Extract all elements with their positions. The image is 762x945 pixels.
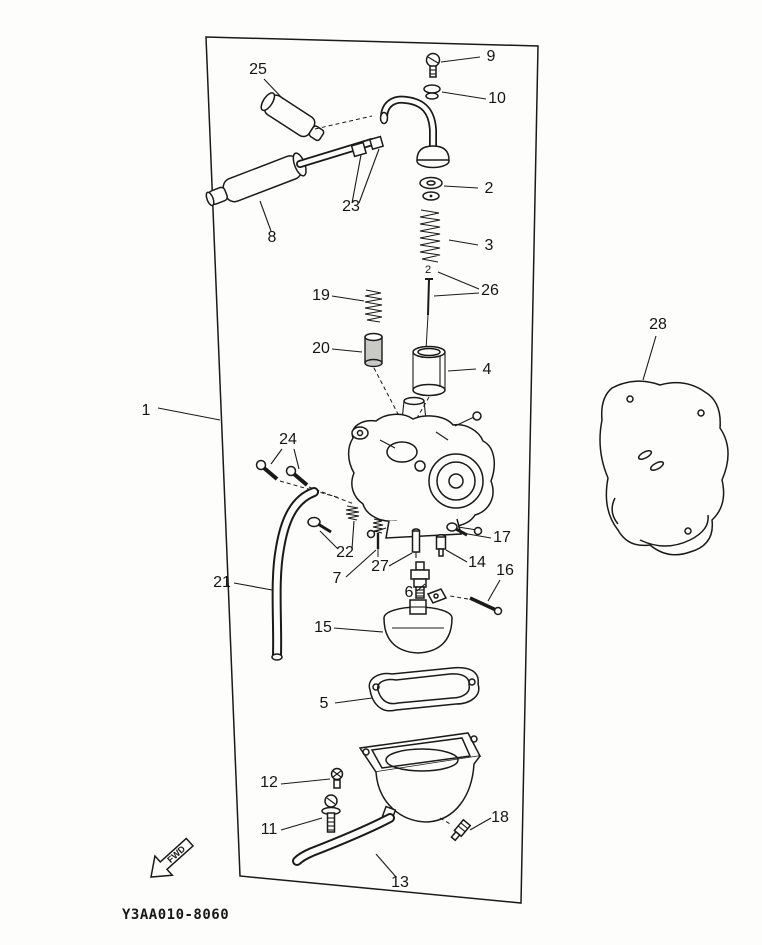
part-float-15 [383,588,453,654]
part-screw-17 [446,522,468,537]
part-cover-28 [599,380,729,556]
callout-10: 10 [488,90,506,107]
part-cap-25 [260,92,325,142]
callout-12: 12 [260,774,278,791]
callout-5: 5 [320,695,329,712]
callout-7: 7 [333,570,342,587]
callout-4: 4 [483,361,492,378]
callout-23: 23 [342,198,360,215]
callout-15: 15 [314,619,332,636]
diagram-code-label: Y3AA010-8060 [122,907,229,923]
diagram-frame [205,36,539,904]
callout-18: 18 [491,809,509,826]
part-needle-26: 2 [425,264,433,351]
part-nuts-23 [350,135,385,158]
callout-3: 3 [485,237,494,254]
part-gasket-5 [368,666,480,712]
part-float-bowl [358,732,482,823]
callout-24: 24 [279,431,297,448]
callout-6: 6 [405,584,414,601]
part-main-jet-6 [410,561,430,599]
part-screw-11 [321,794,341,833]
part-plate-2 [419,176,443,201]
part-tube-8 [205,152,307,207]
part-needle-jet-14 [435,534,447,557]
callout-14: 14 [468,554,486,571]
part-spring-3 [419,209,441,263]
callout-25: 25 [249,61,267,78]
part-bolt-9 [425,52,441,78]
callouts: 1 2 3 4 5 6 7 8 9 10 11 12 13 14 15 16 1… [142,48,667,891]
part-pilot-screw-7 [372,518,384,557]
callout-13: 13 [391,874,409,891]
callout-16: 16 [496,562,514,579]
callout-19: 19 [312,287,330,304]
callout-1: 1 [142,402,151,419]
part-screw-12 [330,767,344,789]
part-hose-21 [271,487,319,661]
part-nut-10 [423,84,441,100]
part-float-pin-16 [469,596,503,616]
callout-17: 17 [493,529,511,546]
part-cable-adjuster [296,135,385,168]
part-elbow-pipe [379,95,450,169]
callout-20: 20 [312,340,330,357]
callout-9: 9 [487,48,496,65]
leader-lines [157,56,657,878]
callout-21: 21 [213,574,231,591]
part-carb-body [347,396,496,539]
callout-28: 28 [649,316,667,333]
part-hose-13 [292,805,397,866]
part-drain-screw-18 [450,818,472,842]
callout-22: 22 [336,544,354,561]
part-spring-19 [364,289,383,323]
callout-2: 2 [485,180,494,197]
part-throttle-valve-4 [412,345,446,397]
part-screws-24 [255,459,309,487]
fwd-arrow-icon: FWD [150,837,195,878]
part-jet-27 [411,528,421,558]
callout-8: 8 [268,229,277,246]
callout-27: 27 [371,558,389,575]
callout-26: 26 [481,282,499,299]
callout-11: 11 [261,821,278,838]
needle-clip-mark: 2 [425,264,431,276]
part-plunger-20 [364,332,383,368]
part-screw-22 [307,505,360,534]
